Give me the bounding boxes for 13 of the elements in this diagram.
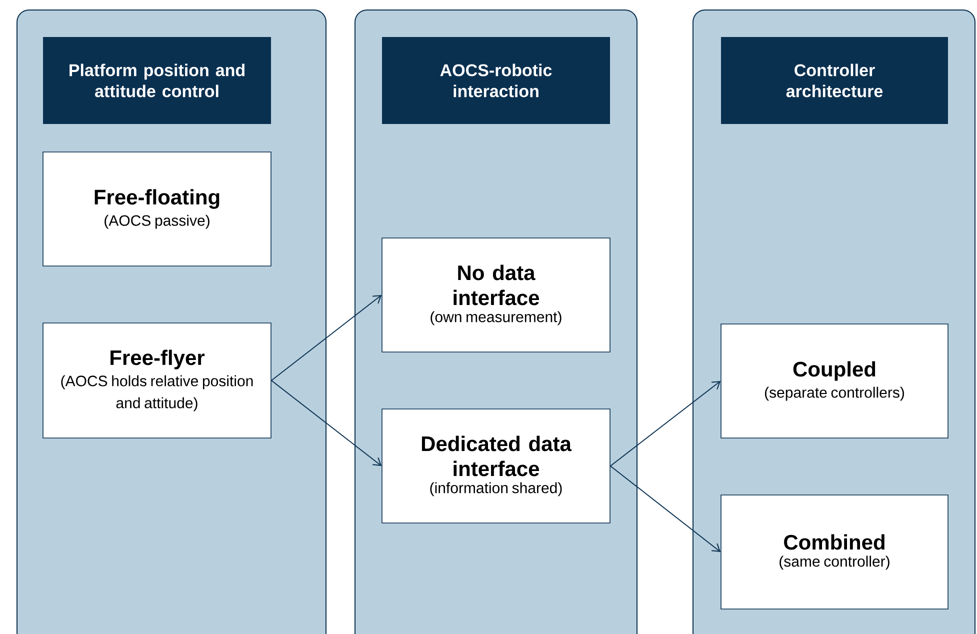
category-box: Coupled (separate controllers) (720, 324, 948, 438)
arrow (270, 294, 382, 381)
arrow (610, 465, 721, 552)
header-box: AOCS-robotic interaction (382, 37, 610, 124)
arrow (610, 380, 721, 466)
arrow (270, 380, 382, 466)
category-box: No data interface (own measurement) (382, 238, 610, 352)
category-box: Dedicated data interface (information shared) (382, 408, 610, 524)
category-box: Combined (same controller) (720, 494, 948, 610)
category-box: Free-floating (AOCS passive) (42, 152, 272, 266)
header-box: Platform position and attitude control (43, 37, 271, 124)
category-box: Free-flyer (AOCS holds relative position and attitude) (42, 322, 272, 438)
header-box: Controller architecture (721, 37, 948, 124)
